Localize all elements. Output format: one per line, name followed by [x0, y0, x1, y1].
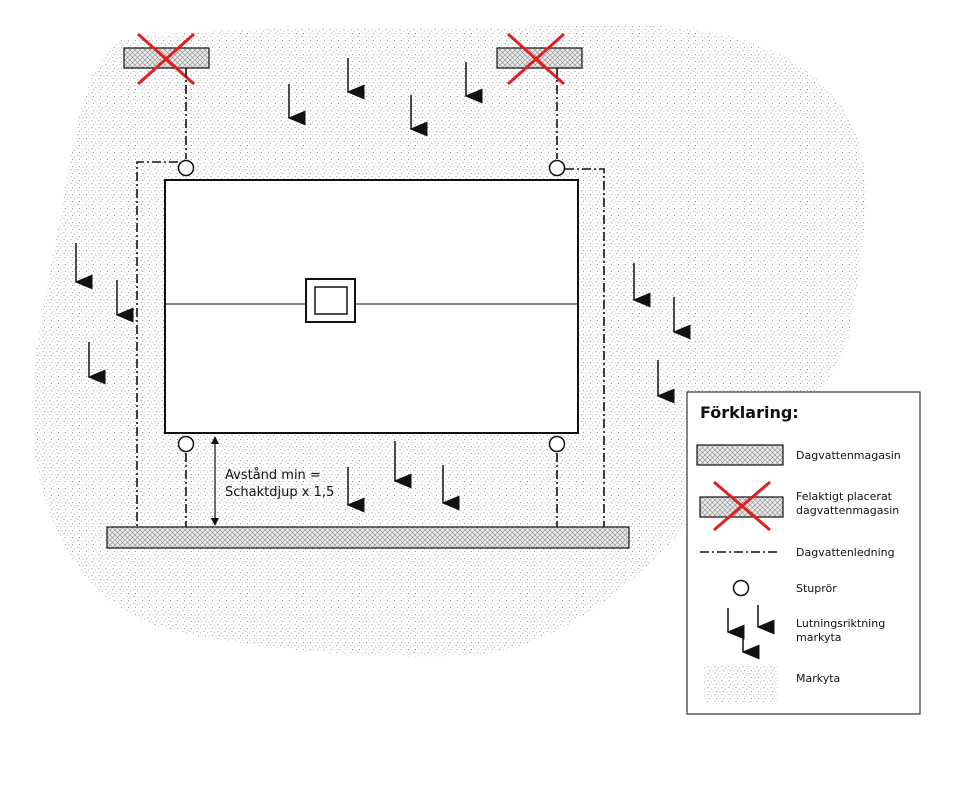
stormwater-storage-correct	[106, 526, 630, 549]
stormwater-storage-incorrect-right	[496, 32, 583, 86]
distance-label-line2: Schaktdjup x 1,5	[225, 485, 334, 500]
slope-arrows	[74, 58, 691, 513]
downpipe-icon	[548, 159, 566, 177]
legend-lutning-label-line1: Lutningsriktning	[796, 617, 885, 630]
legend-title: Förklaring:	[700, 403, 799, 422]
legend: Förklaring: Dagvattenmagasin Felaktigt p…	[686, 391, 921, 715]
stormwater-storage-incorrect-left	[123, 32, 210, 86]
stormwater-pipes	[136, 68, 605, 527]
red-cross-icon	[507, 32, 565, 86]
legend-magasin-label: Dagvattenmagasin	[796, 449, 901, 462]
downpipes	[177, 159, 566, 453]
chimney-inner	[314, 286, 348, 315]
legend-ledning-label: Dagvattenledning	[796, 546, 895, 559]
legend-felaktigt-label-line1: Felaktigt placerat	[796, 490, 893, 503]
house-roof	[164, 179, 579, 434]
legend-lutning-label-line2: markyta	[796, 631, 842, 644]
legend-markyta-label: Markyta	[796, 672, 840, 685]
legend-markyta-swatch	[704, 664, 778, 702]
legend-stupror-label: Stuprör	[796, 582, 837, 595]
downpipe-icon	[177, 159, 195, 177]
downpipe-icon	[177, 435, 195, 453]
distance-arrow	[211, 436, 219, 526]
downpipe-icon	[732, 579, 750, 597]
legend-felaktigt-label-line2: dagvattenmagasin	[796, 504, 899, 517]
distance-label-line1: Avstånd min =	[225, 468, 321, 483]
downpipe-icon	[548, 435, 566, 453]
red-cross-icon	[137, 32, 195, 86]
red-cross-icon	[713, 480, 771, 532]
legend-magasin-swatch	[696, 444, 784, 466]
